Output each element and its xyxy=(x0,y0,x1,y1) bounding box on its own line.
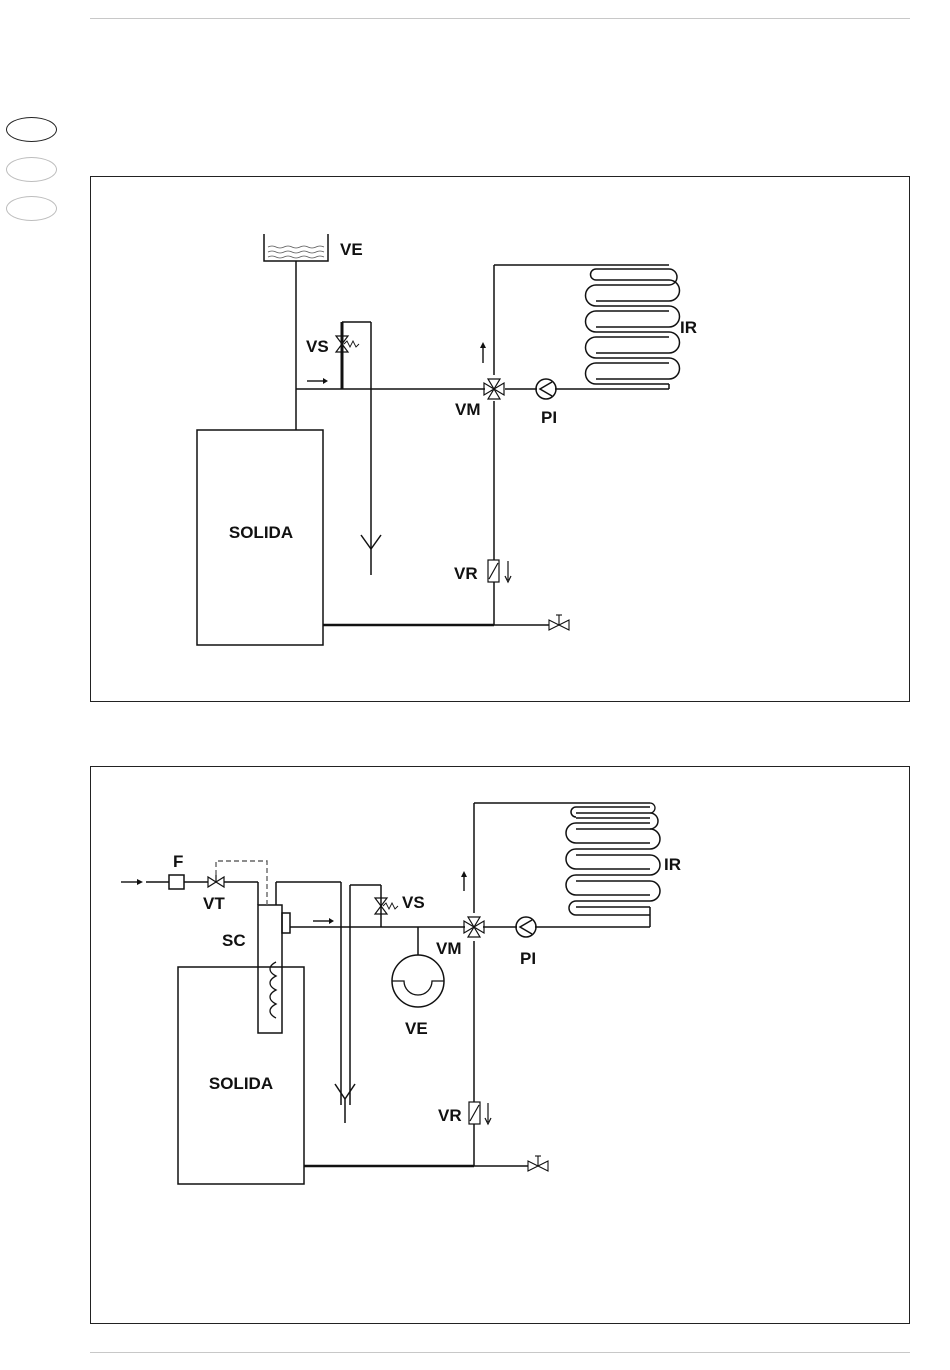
filter-f xyxy=(169,875,184,889)
diagram-panel-2: F VT SC VS VM PI IR VE VR SOLIDA xyxy=(90,766,910,1324)
flow-arrow-up-1 xyxy=(480,342,486,363)
flow-arrow-inlet xyxy=(121,879,143,885)
diagram-panel-1: VE VS VM PI IR VR SOLIDA xyxy=(90,176,910,702)
flow-arrow-right-2 xyxy=(313,918,334,924)
expansion-tank-ve xyxy=(264,234,328,261)
check-valve-vr xyxy=(488,560,511,582)
circulator-pump-pi xyxy=(536,379,556,399)
thermostatic-valve-vt xyxy=(208,875,224,887)
schematic-1: VE VS VM PI IR VR SOLIDA xyxy=(91,177,909,701)
label-vs: VS xyxy=(402,893,425,912)
drain-funnel-2 xyxy=(335,1084,355,1123)
label-pi: PI xyxy=(541,408,557,427)
label-f: F xyxy=(173,852,183,871)
label-solida: SOLIDA xyxy=(229,523,293,542)
label-sc: SC xyxy=(222,931,246,950)
flow-arrow-right-1 xyxy=(307,378,328,384)
label-vs: VS xyxy=(306,337,329,356)
label-solida: SOLIDA xyxy=(209,1074,273,1093)
label-vr: VR xyxy=(438,1106,462,1125)
bottom-rule xyxy=(90,1352,910,1353)
expansion-vessel-ve xyxy=(392,955,444,1007)
label-pi: PI xyxy=(520,949,536,968)
label-ve: VE xyxy=(340,240,363,259)
circulator-pump-pi xyxy=(516,917,536,937)
mixing-valve-vm xyxy=(484,379,504,399)
language-selector-2[interactable] xyxy=(6,157,57,182)
label-ir: IR xyxy=(664,855,681,874)
mixing-valve-vm xyxy=(464,917,484,937)
drain-tap-2 xyxy=(528,1156,548,1171)
flow-arrow-up-2 xyxy=(461,871,467,891)
schematic-2: F VT SC VS VM PI IR VE VR SOLIDA xyxy=(91,767,909,1323)
label-vm: VM xyxy=(436,939,462,958)
check-valve-vr xyxy=(469,1102,491,1124)
language-selector-3[interactable] xyxy=(6,196,57,221)
radiant-coil-ir xyxy=(566,803,660,927)
label-vm: VM xyxy=(455,400,481,419)
safety-valve-vs xyxy=(336,336,359,352)
label-vt: VT xyxy=(203,894,225,913)
label-ve: VE xyxy=(405,1019,428,1038)
language-selector-active[interactable] xyxy=(6,117,57,142)
radiant-coil-ir xyxy=(586,269,680,389)
safety-valve-vs xyxy=(375,898,398,914)
label-ir: IR xyxy=(680,318,697,337)
top-rule xyxy=(90,18,910,19)
drain-tap-1 xyxy=(549,615,569,630)
label-vr: VR xyxy=(454,564,478,583)
